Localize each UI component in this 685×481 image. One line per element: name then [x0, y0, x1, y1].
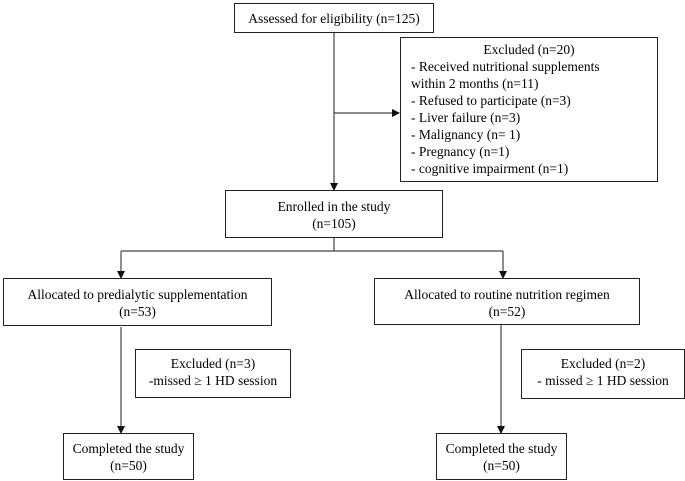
- left-allocation-count: (n=53): [119, 304, 156, 319]
- excluded-main-reason: - Pregnancy (n=1): [411, 144, 510, 159]
- excluded-main-box: Excluded (n=20) - Received nutritional s…: [400, 37, 658, 182]
- excluded-main-reason: - cognitive impairment (n=1): [411, 161, 569, 176]
- right-excluded-box: Excluded (n=2) - missed ≥ 1 HD session: [521, 349, 685, 399]
- left-excluded-box: Excluded (n=3) -missed ≥ 1 HD session: [135, 349, 291, 398]
- excluded-main-reason: - Liver failure (n=3): [411, 110, 521, 125]
- enrolled-label: Enrolled in the study: [277, 199, 391, 214]
- assessed-label: Assessed for eligibility (n=125): [248, 11, 420, 26]
- left-excluded-reason: -missed ≥ 1 HD session: [148, 373, 278, 388]
- left-completed-label: Completed the study: [72, 441, 185, 456]
- right-allocation-box: Allocated to routine nutrition regimen (…: [374, 278, 640, 325]
- right-excluded-heading: Excluded (n=2): [560, 356, 646, 371]
- left-allocation-label: Allocated to predialytic supplementation: [27, 287, 248, 302]
- excluded-main-heading: Excluded (n=20): [483, 42, 575, 57]
- right-allocation-count: (n=52): [488, 304, 526, 319]
- excluded-main-reason: - Received nutritional supplements: [411, 59, 600, 74]
- left-excluded-heading: Excluded (n=3): [170, 356, 256, 371]
- left-completed-count: (n=50): [110, 458, 147, 473]
- enrolled-count: (n=105): [312, 216, 356, 231]
- excluded-main-reason: within 2 months (n=11): [411, 76, 539, 91]
- left-allocation-box: Allocated to predialytic supplementation…: [3, 278, 272, 326]
- right-excluded-reason: - missed ≥ 1 HD session: [537, 373, 669, 388]
- assessed-box: Assessed for eligibility (n=125): [234, 3, 434, 33]
- right-completed-count: (n=50): [483, 458, 520, 473]
- right-allocation-label: Allocated to routine nutrition regimen: [404, 287, 610, 302]
- excluded-main-reason: - Refused to participate (n=3): [411, 93, 571, 108]
- excluded-main-reason: - Malignancy (n= 1): [411, 127, 521, 142]
- right-completed-box: Completed the study (n=50): [436, 433, 567, 480]
- left-completed-box: Completed the study (n=50): [63, 433, 194, 480]
- right-completed-label: Completed the study: [445, 441, 558, 456]
- enrolled-box: Enrolled in the study (n=105): [225, 190, 443, 238]
